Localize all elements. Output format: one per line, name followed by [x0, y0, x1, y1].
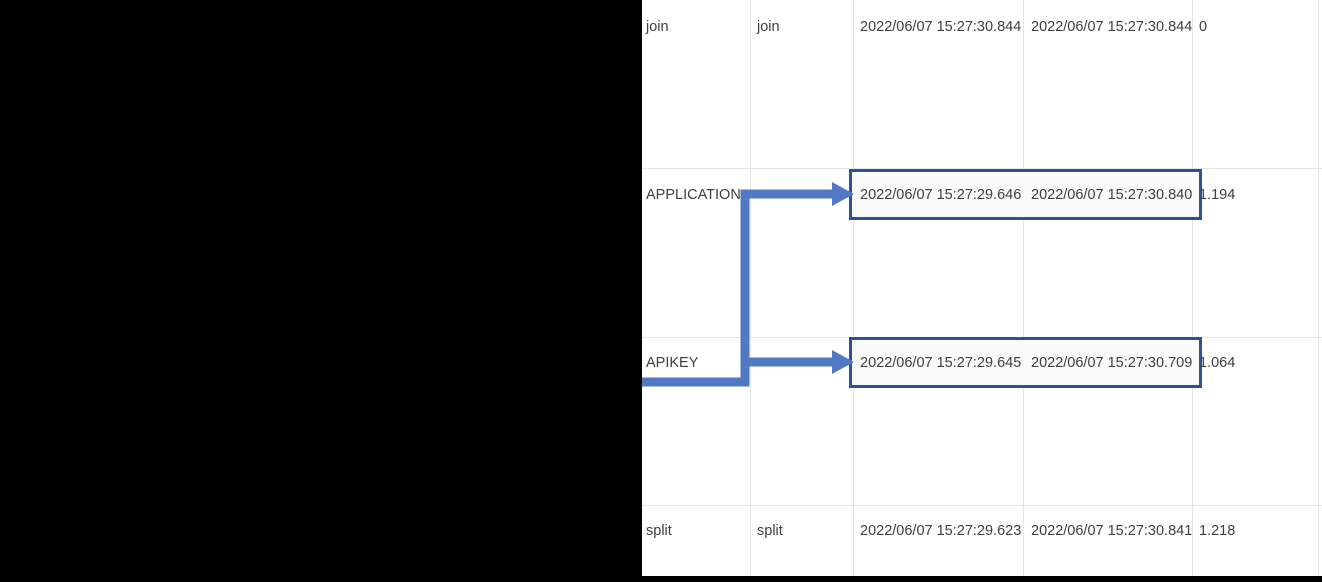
column-divider-3: [1023, 0, 1024, 576]
table-row-2-name[interactable]: APIKEY: [646, 355, 699, 371]
table-row-1-start-time[interactable]: 2022/06/07 15:27:29.646: [860, 187, 1022, 203]
table-row-1-end-time[interactable]: 2022/06/07 15:27:30.840: [1031, 187, 1193, 203]
table-row-3-type[interactable]: split: [757, 523, 783, 539]
table-row-2-duration[interactable]: 1.064: [1199, 355, 1236, 371]
table-row-0-name[interactable]: join: [646, 19, 669, 35]
highlight-box-apikey[interactable]: [849, 337, 1202, 388]
table-row-2-start-time[interactable]: 2022/06/07 15:27:29.645: [860, 355, 1022, 371]
table-row-1-duration[interactable]: 1.194: [1199, 187, 1236, 203]
row-divider-3: [642, 505, 1322, 506]
bottom-edge-strip: [0, 576, 1322, 582]
table-row-0-type[interactable]: join: [757, 19, 780, 35]
column-divider-5: [1318, 0, 1319, 576]
column-divider-1: [750, 0, 751, 576]
row-divider-1: [642, 168, 1322, 169]
column-divider-2: [853, 0, 854, 576]
table-row-3-name[interactable]: split: [646, 523, 672, 539]
table-row-2-end-time[interactable]: 2022/06/07 15:27:30.709: [1031, 355, 1193, 371]
highlight-box-application[interactable]: [849, 169, 1202, 220]
occluded-region: [0, 0, 642, 582]
timeline-table: [642, 0, 1322, 576]
table-row-3-start-time[interactable]: 2022/06/07 15:27:29.623: [860, 523, 1022, 539]
table-row-3-end-time[interactable]: 2022/06/07 15:27:30.841: [1031, 523, 1193, 539]
table-row-1-name[interactable]: APPLICATION: [646, 187, 741, 203]
table-row-0-end-time[interactable]: 2022/06/07 15:27:30.844: [1031, 19, 1193, 35]
table-row-3-duration[interactable]: 1.218: [1199, 523, 1236, 539]
table-row-0-duration[interactable]: 0: [1199, 19, 1208, 35]
table-row-0-start-time[interactable]: 2022/06/07 15:27:30.844: [860, 19, 1022, 35]
column-divider-4: [1192, 0, 1193, 576]
